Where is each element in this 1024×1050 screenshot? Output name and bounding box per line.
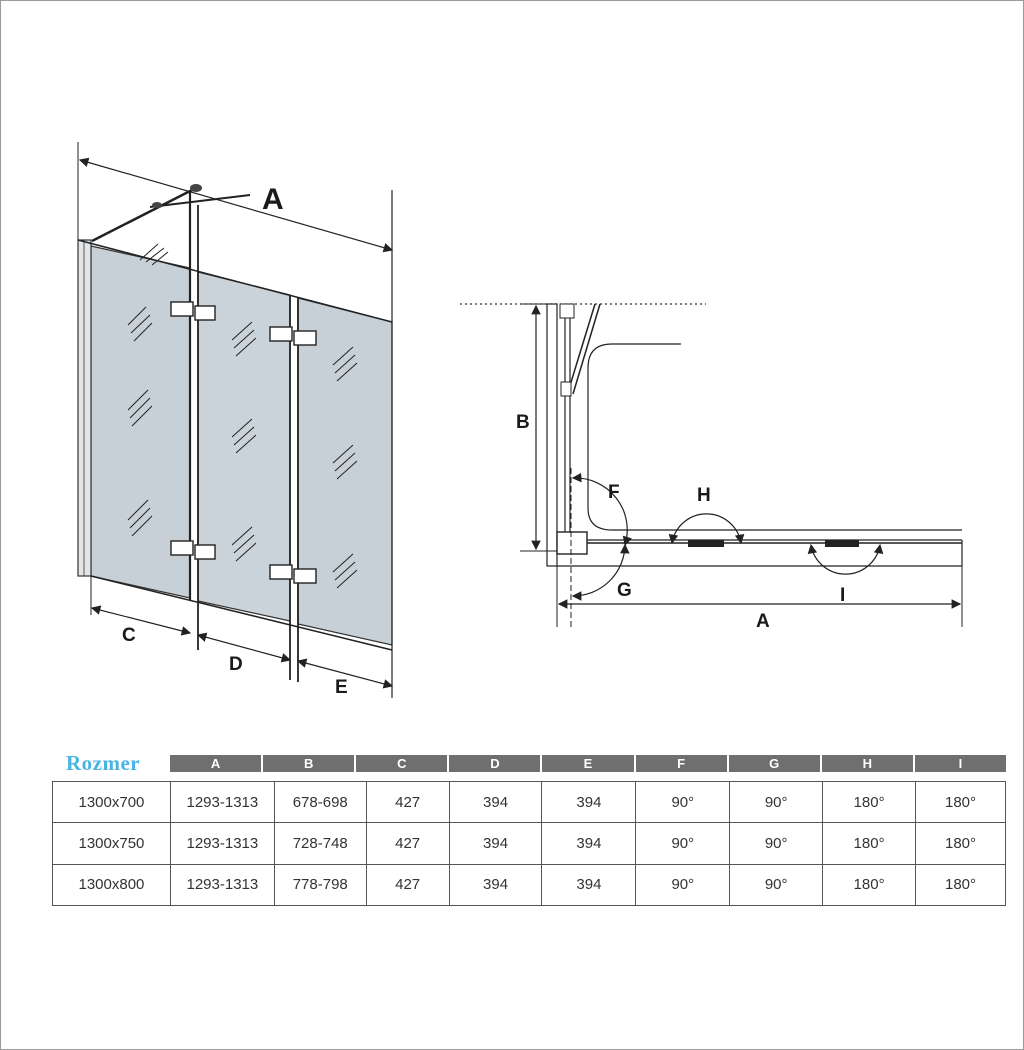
table-cell: 180° bbox=[822, 863, 917, 907]
table-cell: 1293-1313 bbox=[169, 822, 275, 865]
table-cell: 180° bbox=[915, 822, 1006, 865]
table-cell: 778-798 bbox=[273, 863, 367, 907]
hinge-bottom-left bbox=[170, 540, 216, 560]
label-e: E bbox=[335, 677, 348, 698]
wall-section bbox=[546, 303, 558, 567]
dimension-line-a bbox=[78, 157, 394, 253]
table-cell: 394 bbox=[448, 780, 543, 824]
dimensions-table: 1300x700 1293-1313 678-698 427 394 394 9… bbox=[52, 780, 1006, 907]
angle-arc-g bbox=[571, 543, 630, 601]
glass-reflection-marks bbox=[127, 243, 358, 589]
hinge-top-right bbox=[269, 326, 317, 346]
label-f: F bbox=[608, 482, 620, 503]
header-cell: I bbox=[912, 755, 1006, 772]
bathtub-outline bbox=[587, 343, 962, 531]
header-cell: A bbox=[210, 756, 221, 771]
table-row: 1300x800 1293-1313 778-798 427 394 394 9… bbox=[52, 863, 1006, 907]
dimension-line-d bbox=[196, 632, 292, 663]
table-cell: 427 bbox=[365, 863, 450, 907]
table-row: 1300x750 1293-1313 728-748 427 394 394 9… bbox=[52, 822, 1006, 865]
angle-arc-i bbox=[807, 543, 884, 575]
label-h: H bbox=[697, 485, 711, 506]
table-cell: 180° bbox=[915, 780, 1006, 824]
table-cell: 90° bbox=[729, 780, 824, 824]
table-cell: 90° bbox=[635, 780, 731, 824]
table-cell: 90° bbox=[729, 822, 824, 865]
table-cell: 678-698 bbox=[273, 780, 367, 824]
header-cell: B bbox=[261, 755, 354, 772]
table-cell: 180° bbox=[915, 863, 1006, 907]
table-cell: 1300x750 bbox=[52, 822, 171, 865]
panel-hinge-1 bbox=[688, 540, 724, 547]
angle-arc-f bbox=[571, 472, 633, 547]
table-cell: 180° bbox=[822, 822, 917, 865]
table-cell: 394 bbox=[448, 822, 543, 865]
label-b: B bbox=[516, 412, 530, 433]
label-c: C bbox=[122, 625, 136, 646]
header-cell: H bbox=[819, 755, 913, 772]
table-cell: 1300x800 bbox=[52, 863, 171, 907]
table-cell: 90° bbox=[635, 822, 731, 865]
brand-logo-rozmer: Rozmer bbox=[66, 751, 141, 775]
table-cell: 180° bbox=[822, 780, 917, 824]
header-cell: G bbox=[726, 755, 820, 772]
table-cell: 427 bbox=[365, 822, 450, 865]
table-cell: 90° bbox=[729, 863, 824, 907]
label-g: G bbox=[617, 580, 632, 601]
table-row: 1300x700 1293-1313 678-698 427 394 394 9… bbox=[52, 780, 1006, 824]
table-cell: 90° bbox=[635, 863, 731, 907]
hinge-top-left bbox=[170, 301, 216, 321]
wall-hinge bbox=[556, 531, 588, 555]
table-cell: 1300x700 bbox=[52, 780, 171, 824]
angle-arc-h bbox=[668, 513, 745, 545]
table-cell: 394 bbox=[541, 780, 637, 824]
label-a-plan: A bbox=[756, 611, 770, 632]
table-cell: 394 bbox=[541, 863, 637, 907]
label-d: D bbox=[229, 654, 243, 675]
hinge-bottom-right bbox=[269, 564, 317, 584]
table-cell: 1293-1313 bbox=[169, 780, 275, 824]
label-i: I bbox=[840, 585, 845, 606]
table-cell: 1293-1313 bbox=[169, 863, 275, 907]
table-cell: 427 bbox=[365, 780, 450, 824]
table-cell: 394 bbox=[448, 863, 543, 907]
header-cell: E bbox=[540, 755, 633, 772]
header-cell: D bbox=[447, 755, 540, 772]
label-a: A bbox=[262, 183, 284, 216]
table-header: A B C D E F G H I bbox=[170, 755, 1006, 772]
dimension-line-c bbox=[90, 605, 192, 636]
table-cell: 394 bbox=[541, 822, 637, 865]
panel-hinge-2 bbox=[825, 540, 859, 547]
header-cell: C bbox=[354, 755, 447, 772]
header-cell: F bbox=[633, 755, 727, 772]
dimension-line-e bbox=[296, 658, 394, 689]
table-cell: 728-748 bbox=[273, 822, 367, 865]
